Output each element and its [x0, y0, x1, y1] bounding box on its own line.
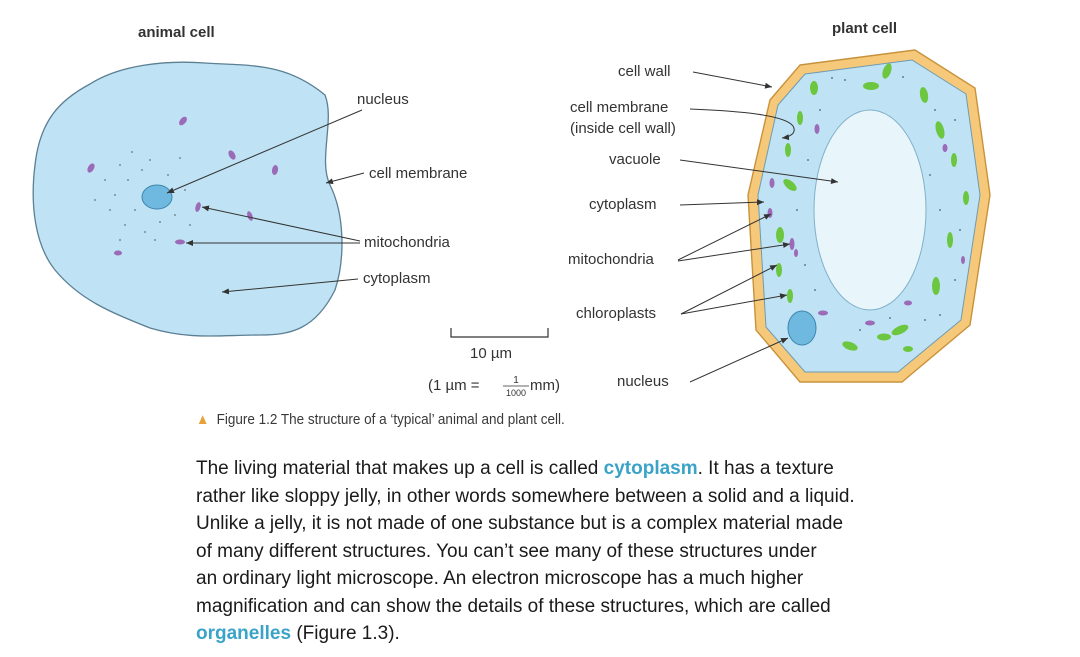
plant-label-cell-membrane-note: (inside cell wall) [570, 120, 676, 137]
body-line-1-text-a: The living material that makes up a cell… [196, 458, 604, 479]
plant-cell: cell wall cell membrane (inside cell wal… [568, 50, 990, 390]
animal-label-mitochondria: mitochondria [364, 234, 451, 251]
body-line-2: rather like sloppy jelly, in other words… [196, 483, 1016, 511]
plant-nucleus [788, 311, 816, 345]
caption-text: Figure 1.2 The structure of a ‘typical’ … [217, 411, 565, 428]
plant-label-nucleus: nucleus [617, 373, 669, 390]
body-line-4: of many different structures. You can’t … [196, 538, 1016, 566]
keyword-cytoplasm: cytoplasm [604, 458, 698, 479]
body-line-6: magnification and can show the details o… [196, 593, 1016, 621]
plant-label-cell-wall: cell wall [618, 63, 671, 80]
keyword-organelles: organelles [196, 623, 291, 644]
body-line-7: organelles (Figure 1.3). [196, 620, 1016, 648]
plant-label-vacuole: vacuole [609, 151, 661, 168]
figure-caption: ▲ Figure 1.2 The structure of a ‘typical’… [196, 411, 880, 428]
plant-label-mitochondria: mitochondria [568, 251, 655, 268]
animal-label-cytoplasm: cytoplasm [363, 270, 431, 287]
triangle-icon: ▲ [196, 411, 209, 428]
body-line-5: an ordinary light microscope. An electro… [196, 565, 1016, 593]
cell-structure-figure: animal cell plant cell nucleus cell memb… [0, 0, 1080, 400]
plant-label-cell-membrane: cell membrane [570, 99, 668, 116]
animal-cell-membrane [33, 62, 342, 336]
scale-fraction-denominator: 1000 [506, 388, 526, 398]
animal-label-nucleus: nucleus [357, 91, 409, 108]
animal-label-cell-membrane: cell membrane [369, 165, 467, 182]
scale-conversion-right: mm) [530, 377, 560, 394]
body-line-3: Unlike a jelly, it is not made of one su… [196, 510, 1016, 538]
scale-conversion-left: (1 µm = [428, 377, 480, 394]
body-line-1: The living material that makes up a cell… [196, 455, 1016, 483]
scale-bar-label: 10 µm [470, 345, 512, 362]
body-line-1-text-b: . It has a texture [698, 458, 834, 479]
animal-nucleus [142, 185, 172, 209]
plant-label-cytoplasm: cytoplasm [589, 196, 657, 213]
scale-fraction-numerator: 1 [513, 375, 519, 386]
body-paragraph: The living material that makes up a cell… [196, 455, 1016, 648]
plant-cell-title: plant cell [832, 20, 897, 37]
scale-bar: 10 µm (1 µm = 1 1000 mm) [428, 328, 560, 398]
plant-vacuole [814, 110, 926, 310]
animal-cell: nucleus cell membrane mitochondria cytop… [33, 62, 467, 336]
animal-cell-title: animal cell [138, 24, 215, 41]
plant-label-chloroplasts: chloroplasts [576, 305, 656, 322]
body-line-7-text: (Figure 1.3). [291, 623, 400, 644]
